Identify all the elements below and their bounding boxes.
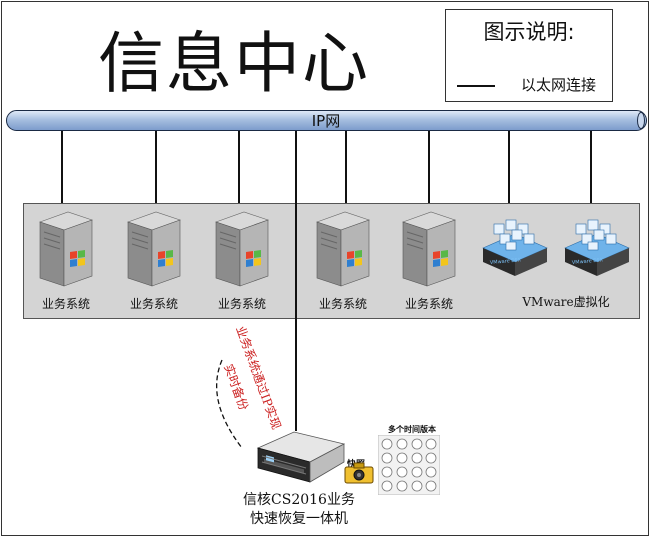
link-server-3 [238,131,240,227]
legend-ethernet-label: 以太网连接 [521,76,597,94]
link-server-5 [428,131,430,227]
link-server-4 [345,131,347,227]
page-title: 信息中心 [98,25,370,102]
appliance-label: 信核CS2016业务 快速恢复一体机 [234,491,364,529]
legend: 图示说明: 以太网连接 [445,9,613,102]
link-vmware-2 [590,131,592,227]
backup-annotation: 业务系统通过IP实现 实时备份 [216,324,284,449]
vmware-label: VMware虚拟化 [522,295,610,309]
ip-network-label: IP网 [311,112,341,130]
legend-title: 图示说明: [483,20,575,44]
appliance-label-line2: 快速恢复一体机 [250,511,348,527]
versions-label: 多个时间版本 [388,425,436,434]
ip-network-bus [6,110,647,131]
server-label: 业务系统 [404,297,453,311]
server-label: 业务系统 [41,297,90,311]
time-versions-icon [378,435,440,495]
backup-annotation-line2: 实时备份 [221,362,252,412]
windows-server-icon [39,211,93,287]
link-vmware-1 [508,131,510,227]
link-server-1 [61,131,63,227]
server-label: 业务系统 [217,297,266,311]
link-server-2 [155,131,157,227]
windows-server-icon [127,211,181,287]
camera-icon [344,462,374,484]
legend-ethernet-line [457,85,495,87]
vmware-host-icon [482,219,548,277]
server-label: 业务系统 [318,297,367,311]
backup-arc [216,359,243,449]
appliance-label-line1: 信核CS2016业务 [243,492,355,508]
windows-server-icon [215,211,269,287]
windows-server-icon [402,211,456,287]
server-label: 业务系统 [129,297,178,311]
windows-server-icon [316,211,370,287]
backup-appliance-icon [256,431,346,483]
link-appliance [295,131,297,431]
vmware-host-icon [564,219,630,277]
